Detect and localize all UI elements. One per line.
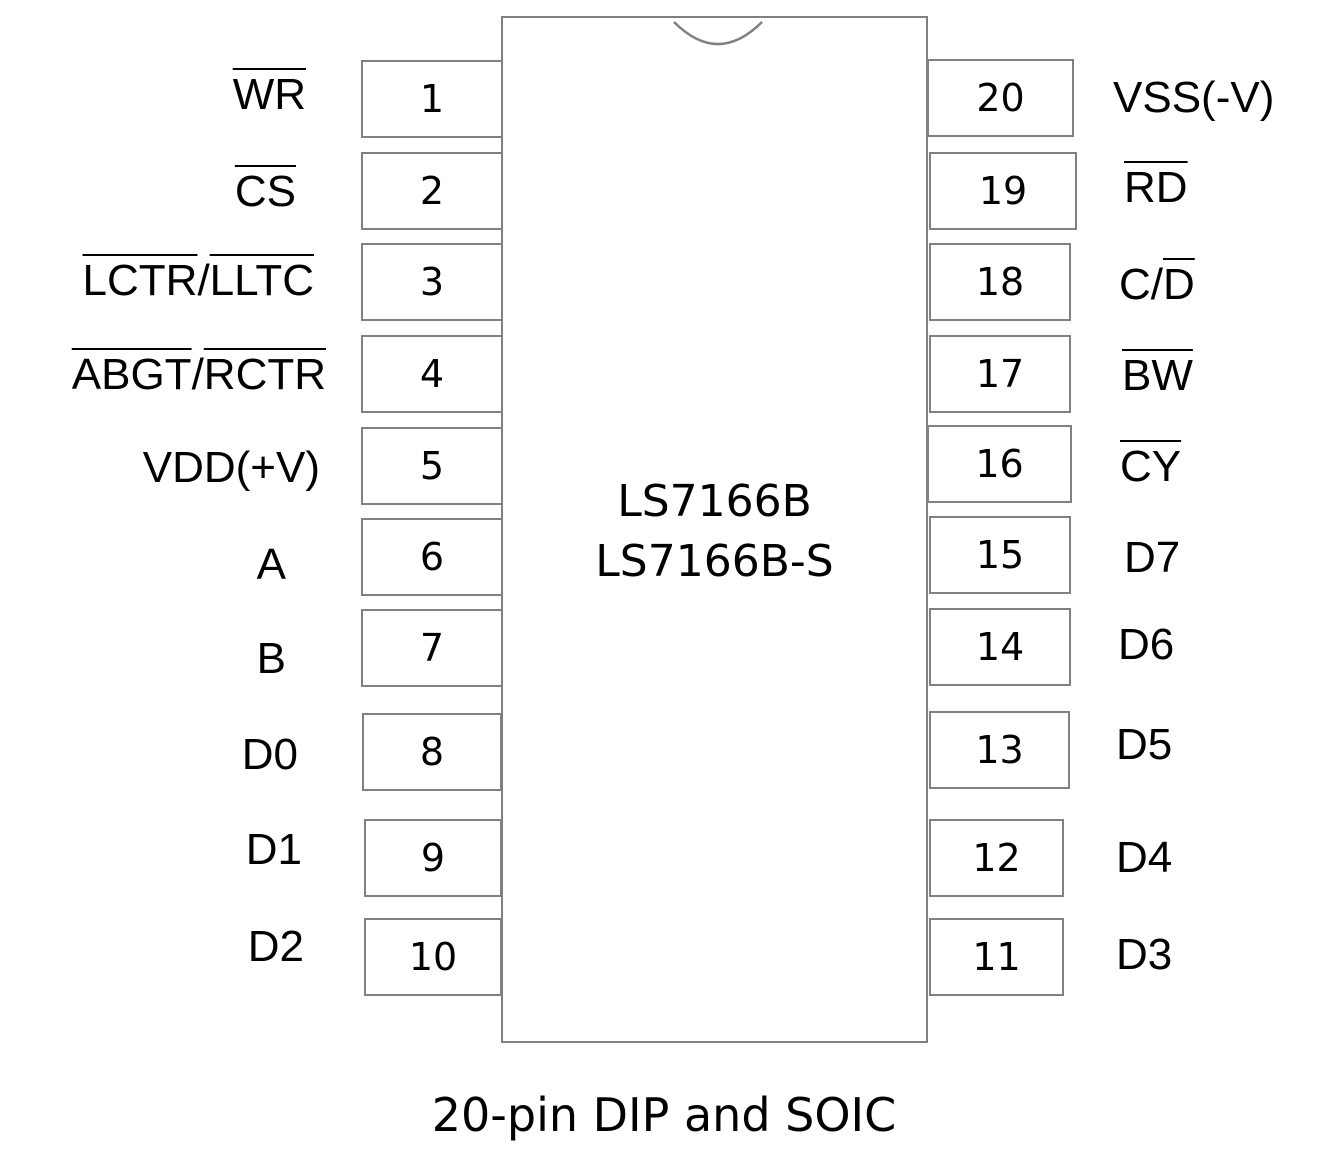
pin-label-rd: RD	[1124, 163, 1188, 212]
pin-7: 7	[361, 609, 503, 687]
pin-label-d0: D0	[241, 730, 298, 779]
pin-15: 15	[929, 516, 1071, 594]
part-number-secondary: LS7166B-S	[595, 536, 834, 587]
pin-label-d7: D7	[1124, 533, 1181, 582]
pin-9: 9	[364, 819, 502, 897]
pin-label-wr: WR	[232, 70, 306, 119]
pin-12: 12	[929, 819, 1064, 897]
pin-label-bw: BW	[1122, 351, 1193, 400]
pin-label-lctr-lltc: LCTR/LLTC	[82, 256, 314, 305]
pin-label-a: A	[256, 540, 286, 589]
pin-2: 2	[361, 152, 503, 230]
pin-label-vss: VSS(-V)	[1113, 73, 1275, 122]
pin-label-vdd: VDD(+V)	[142, 443, 320, 492]
pin-6: 6	[361, 518, 503, 596]
pin-label-cy: CY	[1120, 442, 1182, 491]
pin-1: 1	[361, 60, 503, 138]
pin-label-d1: D1	[245, 825, 302, 874]
pin-label-c-d: C/D	[1119, 260, 1195, 309]
pin-10: 10	[364, 918, 502, 996]
pin-17: 17	[929, 335, 1071, 413]
pin-5: 5	[361, 427, 503, 505]
pin-19: 19	[929, 152, 1077, 230]
pin-8: 8	[362, 713, 502, 791]
pin-label-d5: D5	[1116, 720, 1173, 769]
pin-label-d2: D2	[247, 922, 304, 971]
pin-20: 20	[927, 59, 1074, 137]
pin-16: 16	[927, 425, 1072, 503]
pin-label-cs: CS	[234, 167, 296, 216]
pin1-notch-icon	[673, 21, 763, 46]
pin-label-d6: D6	[1118, 620, 1175, 669]
pin-4: 4	[361, 335, 503, 413]
pin-3: 3	[361, 243, 503, 321]
pin-label-b: B	[256, 634, 286, 683]
part-number-primary: LS7166B	[617, 476, 812, 527]
pin-14: 14	[929, 608, 1071, 686]
pin-label-abgt-rctr: ABGT/RCTR	[71, 350, 326, 399]
pin-11: 11	[929, 918, 1064, 996]
pin-label-d4: D4	[1116, 833, 1173, 882]
package-caption: 20-pin DIP and SOIC	[431, 1088, 897, 1142]
pin-18: 18	[929, 243, 1071, 321]
pin-label-d3: D3	[1116, 930, 1173, 979]
pin-13: 13	[929, 711, 1070, 789]
